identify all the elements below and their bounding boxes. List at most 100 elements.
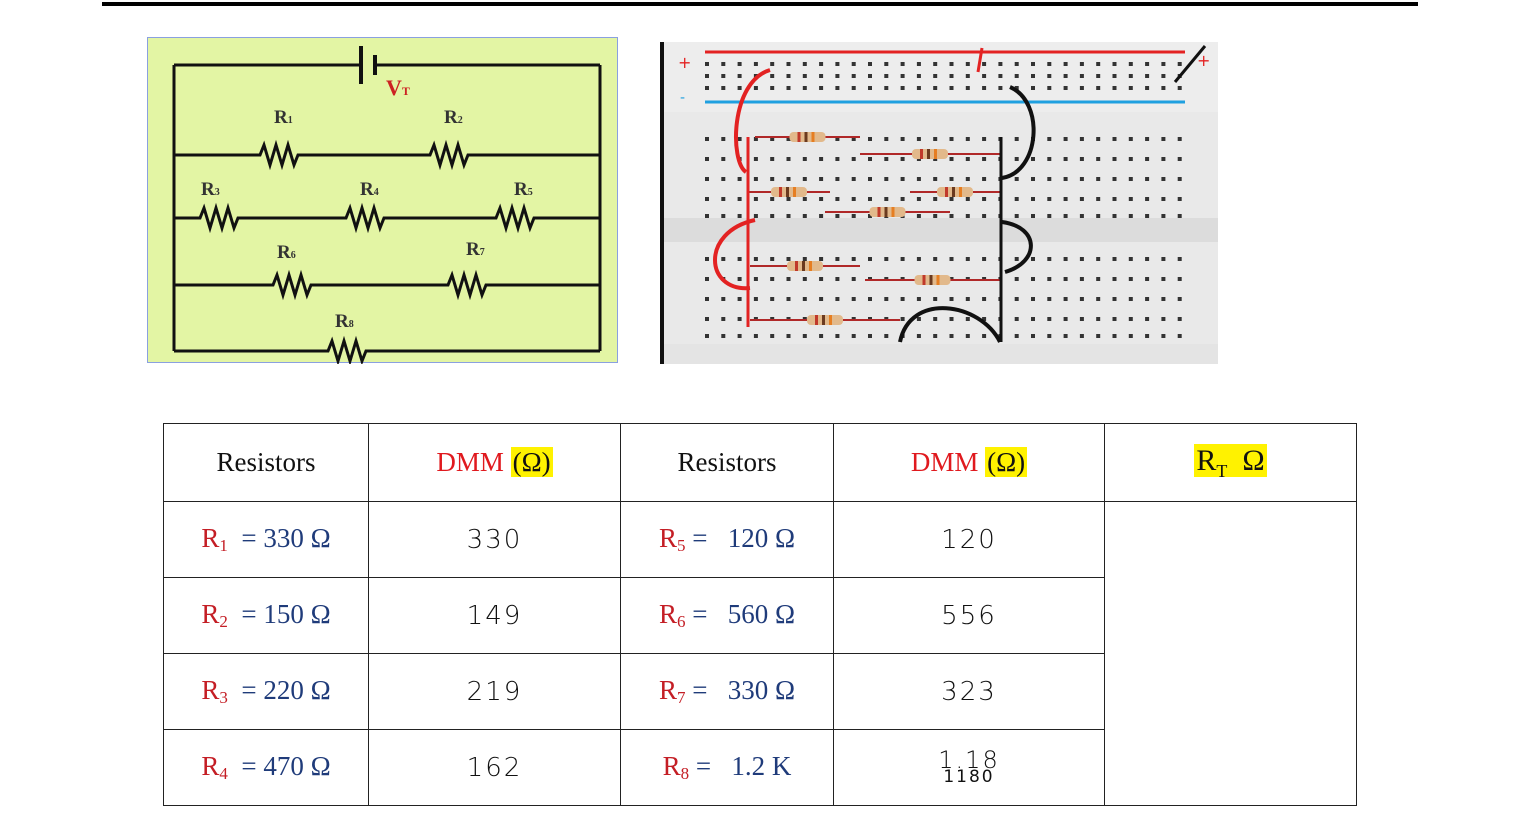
breadboard-hole <box>770 137 775 141</box>
breadboard-hole <box>737 277 742 281</box>
breadboard-hole <box>1014 137 1019 141</box>
breadboard-hole <box>916 137 921 141</box>
breadboard-hole <box>786 157 791 161</box>
breadboard-hole <box>982 86 987 90</box>
breadboard-hole <box>1031 277 1035 281</box>
breadboard-hole <box>1145 297 1150 301</box>
r8-dmm-alt: 1180 <box>943 767 995 787</box>
label-r1: R1 <box>274 107 293 128</box>
breadboard-hole <box>1128 177 1133 181</box>
cell-rt-value <box>1104 501 1357 806</box>
cell-r6-dmm: 556 <box>833 577 1105 654</box>
breadboard-hole <box>1031 157 1035 161</box>
breadboard-hole <box>770 157 775 161</box>
breadboard-hole <box>1112 177 1117 181</box>
breadboard-hole <box>1047 86 1052 90</box>
breadboard-hole <box>1063 197 1068 201</box>
breadboard-hole <box>1014 86 1019 90</box>
label-r2: R2 <box>444 107 463 128</box>
breadboard-hole <box>1079 277 1084 281</box>
breadboard-hole <box>851 214 856 218</box>
breadboard-hole <box>982 137 987 141</box>
breadboard-hole <box>900 157 905 161</box>
breadboard-hole <box>1177 137 1182 141</box>
resistor-band <box>934 149 937 159</box>
breadboard-hole <box>802 277 807 281</box>
breadboard-hole <box>1014 257 1019 261</box>
breadboard-hole <box>802 257 807 261</box>
breadboard-hole <box>965 157 970 161</box>
breadboard-hole <box>949 62 954 66</box>
breadboard-hole <box>1063 214 1068 218</box>
breadboard-hole <box>721 317 726 321</box>
breadboard-hole <box>770 197 775 201</box>
breadboard-hole <box>933 197 938 201</box>
breadboard-hole <box>770 214 775 218</box>
resistor-band <box>779 187 782 197</box>
breadboard-hole <box>1145 157 1150 161</box>
cell-r3-dmm: 219 <box>368 653 621 730</box>
breadboard-hole <box>982 257 987 261</box>
breadboard-hole <box>835 334 840 338</box>
breadboard-hole <box>802 334 807 338</box>
breadboard-hole <box>1161 86 1166 90</box>
breadboard-hole <box>1031 74 1035 78</box>
header-rt: RT Ω <box>1104 423 1357 502</box>
breadboard-hole <box>786 137 791 141</box>
breadboard-hole <box>1128 137 1133 141</box>
breadboard-hole <box>998 86 1003 90</box>
breadboard-hole <box>916 297 921 301</box>
breadboard-hole <box>868 334 872 338</box>
label-r5: R5 <box>514 179 533 200</box>
breadboard-hole <box>868 157 872 161</box>
breadboard-hole <box>753 297 758 301</box>
schematic-drawing: VT R1 R2 R3 R4 R5 R6 R7 R8 <box>172 46 602 364</box>
breadboard-hole <box>1014 297 1019 301</box>
breadboard-hole <box>786 177 791 181</box>
breadboard-hole <box>705 177 709 181</box>
breadboard-hole <box>737 86 742 90</box>
red-jumper-bottom <box>713 218 756 291</box>
breadboard-hole <box>1128 277 1133 281</box>
breadboard-hole <box>933 137 938 141</box>
breadboard-hole <box>1128 317 1133 321</box>
breadboard-hole <box>1161 297 1166 301</box>
breadboard-hole <box>900 257 905 261</box>
breadboard-hole <box>1047 157 1052 161</box>
breadboard-hole <box>900 177 905 181</box>
breadboard-hole <box>835 277 840 281</box>
header-dmm-2: DMM (Ω) <box>833 423 1105 502</box>
breadboard-hole <box>1047 297 1052 301</box>
breadboard-hole <box>1031 214 1035 218</box>
resistor-band <box>877 207 881 217</box>
breadboard-hole <box>851 257 856 261</box>
breadboard-hole <box>819 277 824 281</box>
breadboard-hole <box>1047 214 1052 218</box>
breadboard-hole <box>965 334 970 338</box>
header-dmm-1-label: DMM <box>436 447 504 477</box>
resistor-band <box>797 132 801 142</box>
breadboard-hole <box>1145 62 1150 66</box>
breadboard-hole <box>737 297 742 301</box>
breadboard-hole <box>737 62 742 66</box>
breadboard-hole <box>1063 137 1068 141</box>
breadboard-hole <box>1063 334 1068 338</box>
rail-plus-right: + <box>1197 51 1210 70</box>
breadboard-hole <box>786 74 791 78</box>
breadboard-hole <box>884 74 889 78</box>
cell-r5: R5 = 120 Ω <box>620 501 834 578</box>
breadboard-hole <box>884 137 889 141</box>
breadboard-hole <box>705 62 709 66</box>
breadboard-hole <box>1047 177 1052 181</box>
breadboard-hole <box>819 214 824 218</box>
header-resistors-2: Resistors <box>620 423 834 502</box>
breadboard-hole <box>1079 317 1084 321</box>
breadboard-hole <box>1079 334 1084 338</box>
resistor-band <box>811 132 815 142</box>
breadboard-hole <box>835 297 840 301</box>
breadboard-hole <box>770 297 775 301</box>
label-r6: R6 <box>277 242 296 263</box>
breadboard-hole <box>1128 334 1133 338</box>
breadboard-hole <box>884 257 889 261</box>
breadboard-hole <box>851 62 856 66</box>
